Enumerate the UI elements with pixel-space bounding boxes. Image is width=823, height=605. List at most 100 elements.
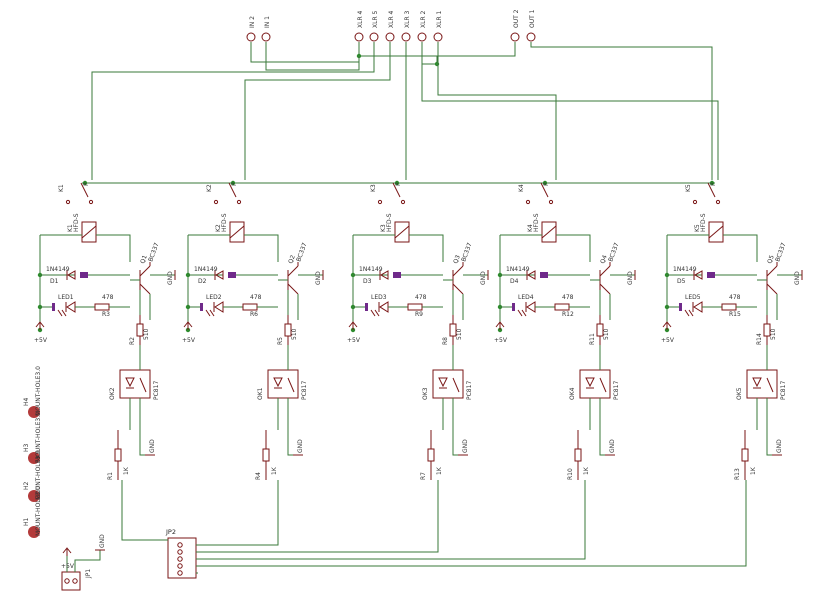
opto-type: PC817 <box>466 381 473 400</box>
led-ref: LED2 <box>206 294 222 301</box>
optocoupler-body <box>579 369 611 399</box>
led-resistor-value: 478 <box>562 294 574 301</box>
jp2-pin <box>177 563 183 569</box>
connector-label: XLR 5 <box>372 10 379 28</box>
relay-pin: P <box>710 182 717 186</box>
resistor-value: 1K <box>750 466 757 475</box>
gnd-label: GND <box>167 271 174 285</box>
vcc-symbol: +5V <box>661 321 675 344</box>
connector-pad: XLR 4 <box>354 10 364 42</box>
relay-contact: K4P <box>518 182 554 205</box>
gnd-label: GND <box>149 439 156 453</box>
gnd-label: GND <box>609 439 616 453</box>
gnd-label: GND <box>297 439 304 453</box>
connector-label: XLR 4 <box>357 10 364 28</box>
opto-ref: OK1 <box>257 387 264 400</box>
connector-pad: XLR 4 <box>385 10 395 42</box>
wire <box>265 42 360 71</box>
mount-hole-label: MOUNT-HOLE3.0 <box>35 366 42 416</box>
vcc-label: +5V <box>182 337 196 344</box>
relay-coil-box <box>541 221 557 243</box>
diode-ref: D3 <box>363 278 372 285</box>
resistor-value: 510 <box>291 328 298 340</box>
diode-ref: D5 <box>677 278 686 285</box>
coil-type: HFD-S <box>221 213 228 232</box>
connector-ring <box>510 32 520 42</box>
connector-ring <box>526 32 536 42</box>
wire <box>121 480 168 541</box>
junction-dot <box>230 180 236 186</box>
jp2-pin <box>177 556 183 562</box>
connector-pad: OUT 1 <box>526 9 536 42</box>
gnd-label: GND <box>462 439 469 453</box>
diode-body <box>214 270 224 280</box>
diode-type: 1N4149 <box>506 266 530 273</box>
transistor-type: BC337 <box>607 242 620 263</box>
mount-hole-circle <box>28 490 40 502</box>
resistor-ref: R5 <box>277 337 284 345</box>
resistor-ref: R13 <box>734 468 741 480</box>
junction-dot <box>709 180 715 186</box>
led-resistor-ref: R15 <box>729 311 741 318</box>
wire <box>96 234 131 262</box>
vcc-symbol: +5V <box>61 547 75 570</box>
wire <box>409 234 444 262</box>
header-jp2: JP2 <box>121 480 747 579</box>
diode-type: 1N4149 <box>673 266 697 273</box>
connector-pad: XLR 2 <box>417 10 427 42</box>
opto-ref: OK3 <box>422 387 429 400</box>
mount-hole-label: MOUNT-HOLE3.0 <box>35 450 42 500</box>
resistor-ref: R8 <box>442 337 449 345</box>
vcc-label: +5V <box>661 337 675 344</box>
diode-type: 1N4149 <box>194 266 218 273</box>
vcc-label: +5V <box>347 337 361 344</box>
led-cap-marker <box>52 303 55 311</box>
diode-ref: D4 <box>510 278 519 285</box>
optocoupler-body <box>432 369 464 399</box>
gnd-label: GND <box>480 271 487 285</box>
resistor-value: 1K <box>123 466 130 475</box>
jp1-body <box>61 571 81 591</box>
led-body <box>379 301 389 313</box>
wire <box>723 234 758 262</box>
relay-switch-arm <box>80 182 89 198</box>
connector-pad: IN 1 <box>261 16 271 42</box>
mount-hole-circle <box>28 452 40 464</box>
connector-ring <box>369 32 379 42</box>
optocoupler-body <box>746 369 778 399</box>
resistor-ref: R4 <box>255 472 262 480</box>
relay-ref: K2 <box>206 184 213 192</box>
wire <box>74 550 101 572</box>
relay-pin: P <box>231 182 238 186</box>
wire <box>196 480 586 560</box>
connector-label: OUT 1 <box>529 9 536 28</box>
coil-ref: K5 <box>694 224 701 232</box>
led-resistor <box>721 303 737 311</box>
connector-ring <box>401 32 411 42</box>
optocoupler-body <box>119 369 151 399</box>
coil-type: HFD-S <box>700 213 707 232</box>
connector-ring <box>385 32 395 42</box>
wire <box>358 42 438 65</box>
resistor-ref: R14 <box>756 333 763 345</box>
mount-hole-label: MOUNT-HOLE3.0 <box>35 486 42 536</box>
